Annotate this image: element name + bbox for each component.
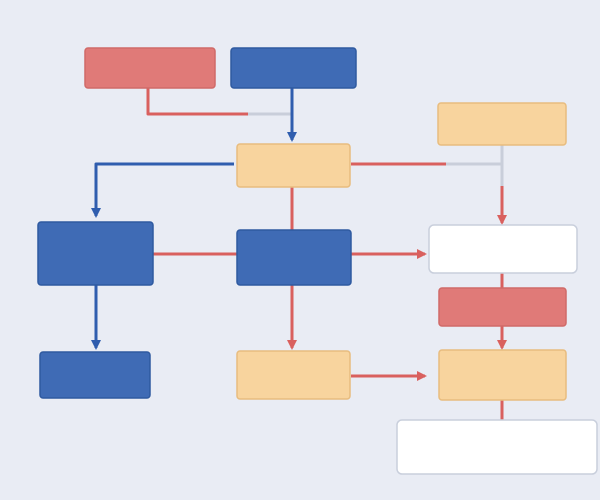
nodes — [37, 47, 598, 475]
node-left-blue[interactable] — [37, 221, 154, 286]
node-bottom-white[interactable] — [396, 419, 598, 475]
node-center-orange[interactable] — [236, 143, 351, 188]
node-top-red[interactable] — [84, 47, 216, 89]
node-bottom-left-blue[interactable] — [39, 351, 151, 399]
node-center-blue[interactable] — [236, 229, 352, 286]
node-top-blue[interactable] — [230, 47, 357, 89]
node-right-white[interactable] — [428, 224, 578, 274]
edge-red-to-center — [146, 88, 248, 116]
node-right-red[interactable] — [438, 287, 567, 327]
node-bottom-right-orange[interactable] — [438, 349, 567, 401]
edge-center-to-left — [91, 162, 234, 218]
node-top-right-orange[interactable] — [437, 102, 567, 146]
node-bottom-center-orange[interactable] — [236, 350, 351, 400]
connectors — [91, 88, 507, 420]
